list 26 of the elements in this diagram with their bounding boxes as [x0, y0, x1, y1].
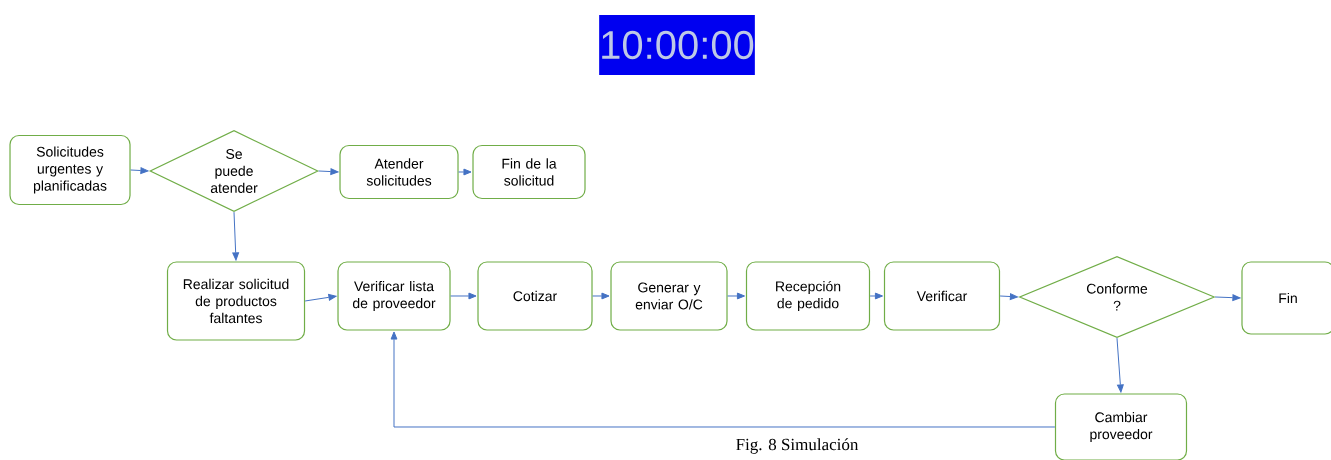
arrow — [318, 168, 339, 175]
process-box: Atender solicitudes — [339, 144, 459, 200]
clock-display: 10:00:00 — [599, 15, 755, 75]
arrow — [592, 292, 610, 300]
process-box: Cambiar proveedor — [1054, 393, 1188, 460]
process-box: Verificar — [883, 261, 1001, 331]
arrow — [999, 293, 1018, 300]
process-box: Recepción de pedido — [745, 261, 871, 331]
arrow — [450, 292, 477, 300]
arrow — [869, 292, 883, 300]
arrow — [232, 211, 240, 261]
process-box: Fin — [1241, 261, 1331, 335]
arrow — [1116, 337, 1124, 393]
caption: Fig. 8 Simulación — [736, 438, 859, 454]
arrow — [130, 167, 149, 174]
arrow — [390, 331, 1056, 428]
process-box: Fin de la solicitud — [472, 144, 586, 200]
process-box: Verificar lista de proveedor — [337, 261, 451, 331]
arrow — [1214, 294, 1241, 302]
arrow — [727, 292, 746, 300]
arrow — [304, 293, 337, 302]
arrow — [458, 168, 472, 176]
process-box: Cotizar — [477, 261, 593, 331]
process-box: Realizar solicitud de productos faltantes — [166, 261, 306, 341]
process-box: Generar y enviar O/C — [610, 261, 728, 331]
process-box: Solicitudes urgentes y planificadas — [9, 134, 131, 206]
